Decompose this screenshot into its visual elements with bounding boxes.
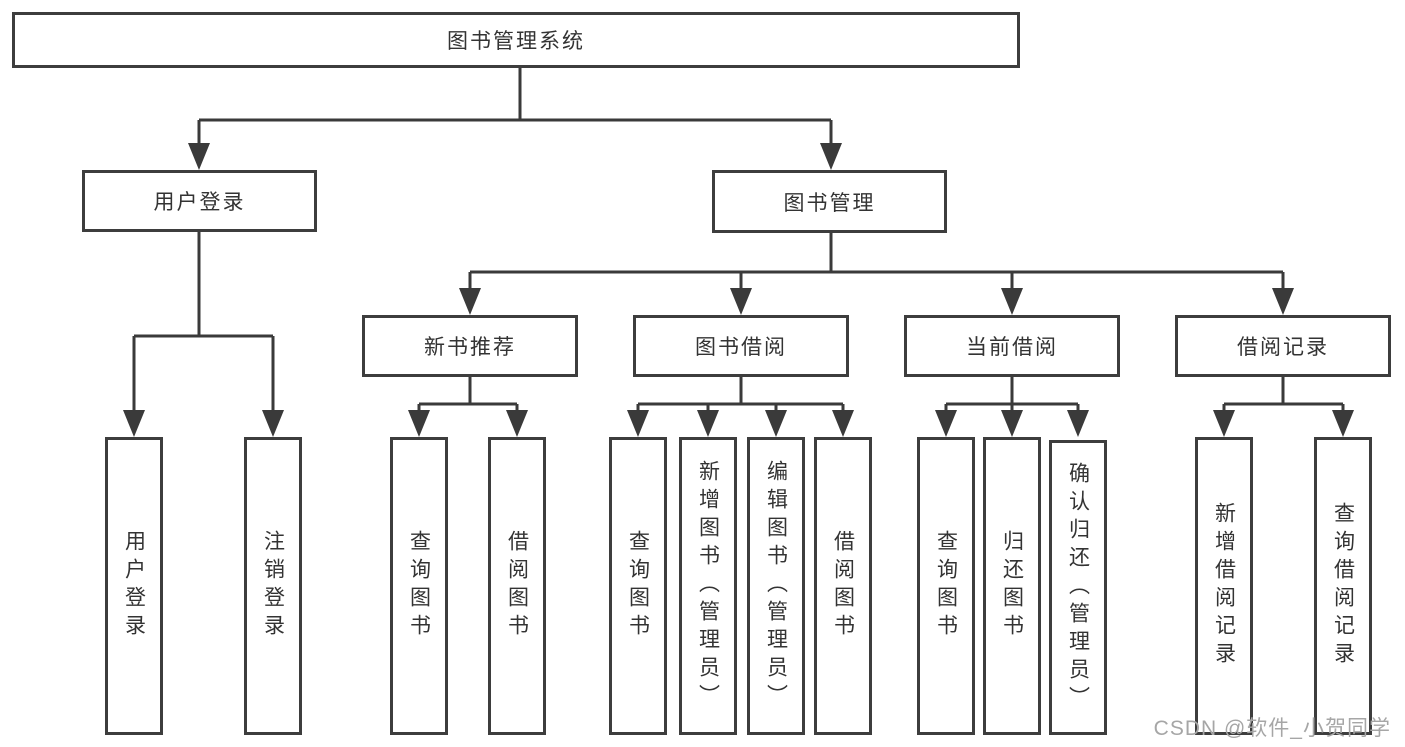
connector-user-login-branch xyxy=(132,232,275,413)
leaf-query-books-2: 查询图书 xyxy=(609,437,667,735)
connector-borrow-records-branch xyxy=(1222,377,1345,413)
connector-root xyxy=(197,68,833,146)
leaf-query-books-3: 查询图书 xyxy=(917,437,975,735)
leaf-borrow-books-1: 借阅图书 xyxy=(488,437,546,735)
leaf-return-book: 归还图书 xyxy=(983,437,1041,735)
leaf-add-borrow-record: 新增借阅记录 xyxy=(1195,437,1253,735)
csdn-watermark: CSDN @软件_小贺同学 xyxy=(1153,717,1391,740)
leaf-logout: 注销登录 xyxy=(244,437,302,735)
node-book-borrow: 图书借阅 xyxy=(633,315,849,377)
arrowheads-leaves xyxy=(123,410,1354,437)
arrowheads-level2 xyxy=(188,143,842,170)
arrowheads-level3 xyxy=(459,288,1294,315)
node-new-book-recommend: 新书推荐 xyxy=(362,315,578,377)
connector-book-management-branch xyxy=(468,233,1285,291)
connector-book-borrow-branch xyxy=(636,377,845,413)
leaf-edit-book-admin: 编辑图书（管理员） xyxy=(747,437,805,735)
node-book-management: 图书管理 xyxy=(712,170,947,233)
leaf-confirm-return-admin: 确认归还（管理员） xyxy=(1049,440,1107,735)
node-current-borrow: 当前借阅 xyxy=(904,315,1120,377)
node-user-login: 用户登录 xyxy=(82,170,317,232)
node-root: 图书管理系统 xyxy=(12,12,1020,68)
leaf-query-books-1: 查询图书 xyxy=(390,437,448,735)
leaf-borrow-books-2: 借阅图书 xyxy=(814,437,872,735)
leaf-user-login: 用户登录 xyxy=(105,437,163,735)
node-borrow-records: 借阅记录 xyxy=(1175,315,1391,377)
leaf-query-borrow-record: 查询借阅记录 xyxy=(1314,437,1372,735)
connector-new-book-branch xyxy=(417,377,519,413)
connector-current-borrow-branch xyxy=(944,377,1080,413)
leaf-add-book-admin: 新增图书（管理员） xyxy=(679,437,737,735)
